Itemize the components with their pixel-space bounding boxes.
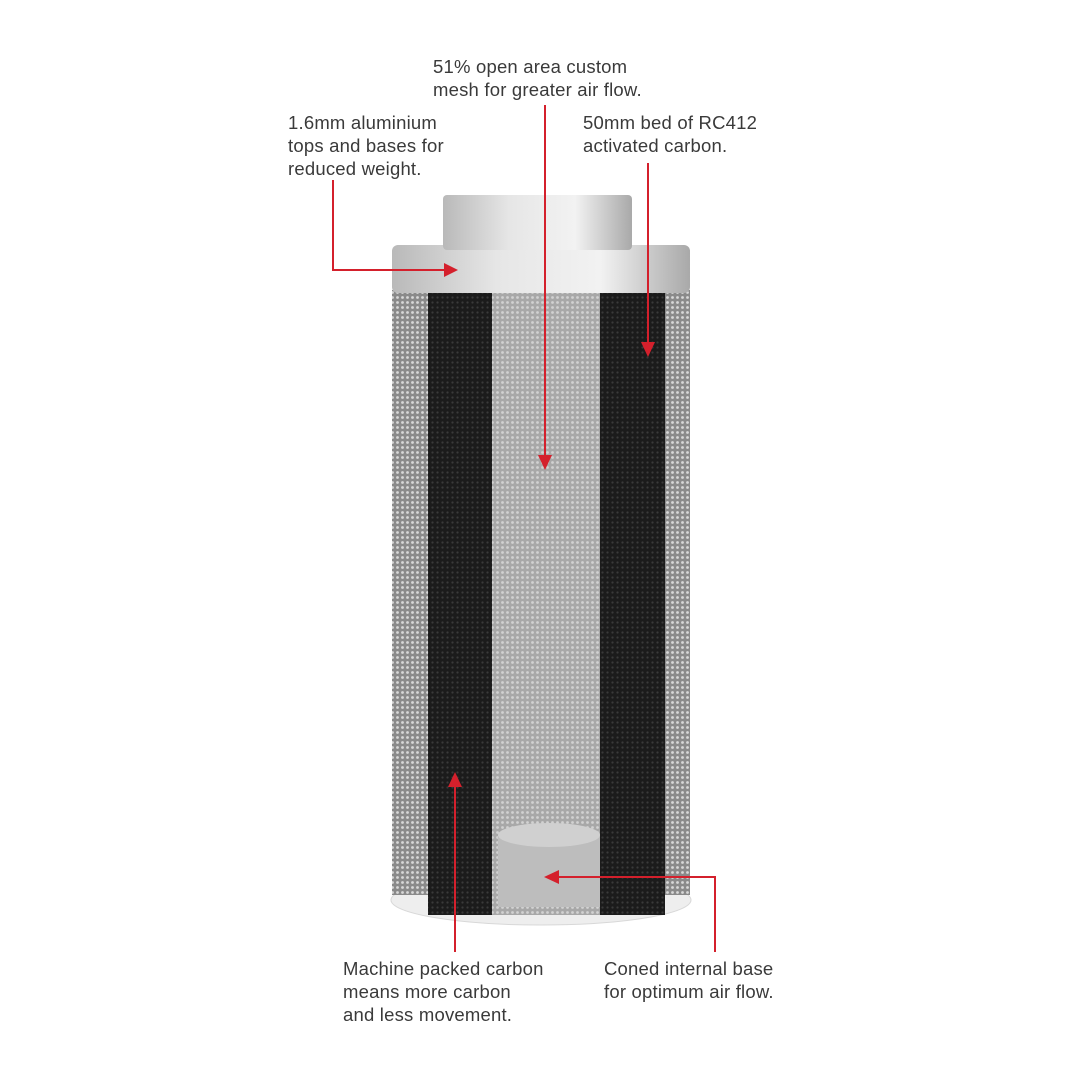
callout-arrows: [332, 105, 716, 952]
arrow-aluminium: [444, 263, 458, 277]
callout-machine-packed: Machine packed carbon means more carbon …: [343, 958, 544, 1025]
top-collar: [443, 195, 632, 250]
arrow-carbon-bed: [641, 342, 655, 357]
callout-carbon-bed: 50mm bed of RC412 activated carbon.: [583, 112, 758, 156]
callout-coned-base: Coned internal base for optimum air flow…: [604, 958, 774, 1002]
callout-aluminium: 1.6mm aluminium tops and bases for reduc…: [288, 112, 444, 179]
carbon-bed-left: [428, 290, 492, 915]
arrow-coned-base: [544, 870, 559, 884]
arrowheads: [444, 263, 655, 884]
arrow-mesh: [538, 455, 552, 470]
carbon-bed-right: [600, 290, 665, 915]
callout-mesh: 51% open area custom mesh for greater ai…: [433, 56, 642, 100]
arrow-machine-packed: [448, 772, 462, 787]
filter-body: [390, 195, 692, 926]
top-cap: [392, 245, 690, 293]
